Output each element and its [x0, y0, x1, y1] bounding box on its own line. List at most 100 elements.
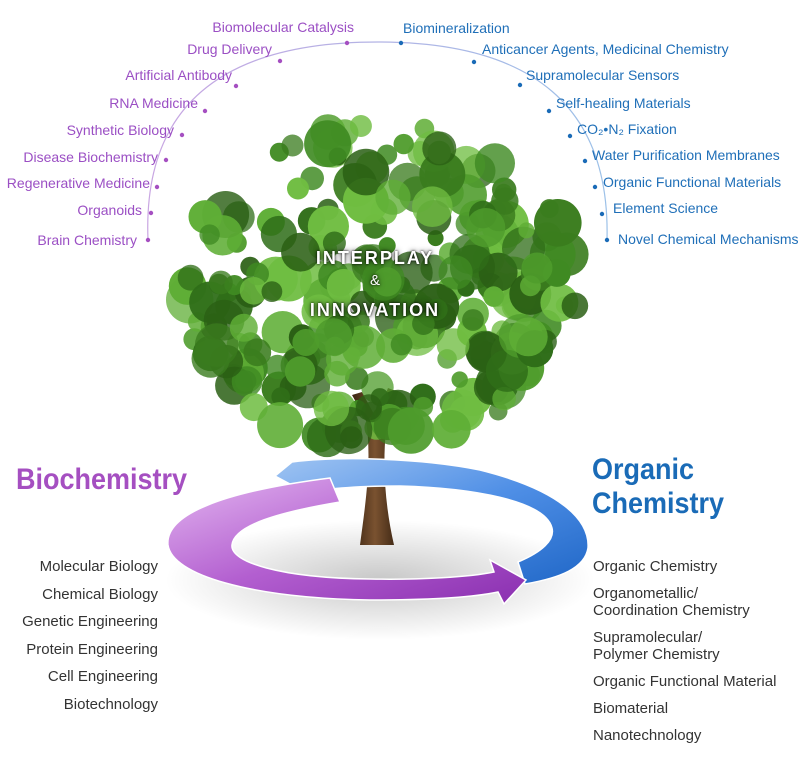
- leaf-cluster: [313, 390, 350, 427]
- leaf-cluster: [561, 292, 589, 320]
- arc-dot: [344, 40, 350, 46]
- leaf-cluster: [281, 134, 304, 157]
- leaf-cluster: [390, 333, 413, 356]
- leaf-cluster: [209, 270, 233, 295]
- leaf-cluster: [349, 115, 372, 137]
- leaf-cluster: [350, 290, 375, 315]
- leaf-cluster: [231, 366, 263, 397]
- leaf-cluster: [188, 200, 222, 234]
- leaf-cluster: [518, 222, 535, 239]
- leaf-cluster: [261, 281, 283, 302]
- arc-dot: [233, 83, 239, 89]
- arc-dot: [398, 40, 404, 46]
- leaf-cluster: [412, 186, 453, 227]
- arc-dot: [604, 237, 610, 243]
- leaf-cluster: [432, 410, 471, 449]
- organic-heading-line2: Chemistry: [592, 487, 725, 520]
- biochemistry-list: Molecular Biology Chemical Biology Genet…: [22, 558, 158, 723]
- arc-dot: [592, 184, 598, 190]
- arc-label-self-healing-materials: Self-healing Materials: [556, 95, 691, 111]
- arc-label-biomolecular-catalysis: Biomolecular Catalysis: [212, 19, 354, 35]
- leaf-cluster: [281, 232, 320, 272]
- center-text-interplay: INTERPLAY: [315, 248, 435, 268]
- leaf-cluster: [412, 312, 435, 336]
- arc-dot: [277, 58, 283, 64]
- arc-dot: [202, 108, 208, 114]
- list-item: Biotechnology: [63, 695, 158, 713]
- leaf-cluster: [422, 131, 457, 166]
- leaf-cluster: [462, 309, 484, 331]
- arc-label-drug-delivery: Drug Delivery: [187, 41, 272, 57]
- leaf-cluster: [177, 264, 204, 291]
- arc-label-element-science: Element Science: [613, 200, 719, 216]
- arc-dot: [599, 211, 605, 217]
- arc-dot: [546, 108, 552, 114]
- leaf-cluster: [342, 148, 390, 196]
- leaf-cluster: [292, 329, 320, 356]
- arc-label-water-purification: Water Purification Membranes: [592, 147, 780, 163]
- tree-foliage: [166, 114, 589, 458]
- arc-line: [147, 41, 608, 241]
- leaf-cluster: [485, 349, 528, 392]
- leaf-cluster: [393, 133, 414, 155]
- leaf-cluster: [378, 237, 396, 255]
- leaf-cluster: [521, 252, 553, 284]
- leaf-cluster: [287, 177, 309, 200]
- list-item: Biomaterial: [593, 700, 669, 717]
- organic-heading-line1: Organic: [592, 453, 695, 486]
- list-item: Nanotechnology: [593, 727, 702, 744]
- leaf-cluster: [199, 224, 220, 245]
- leaf-cluster: [425, 298, 448, 321]
- arc-label-brain-chemistry: Brain Chemistry: [37, 232, 137, 248]
- arc-dot: [148, 210, 154, 216]
- arc-label-novel-chemical-mechanisms: Novel Chemical Mechanisms: [618, 231, 799, 247]
- leaf-cluster: [387, 407, 435, 454]
- organic-chemistry-heading: Organic Chemistry: [592, 453, 724, 521]
- leaf-cluster: [492, 386, 516, 411]
- arc-label-supramolecular-sensors: Supramolecular Sensors: [526, 67, 680, 83]
- arc-dot: [517, 82, 523, 88]
- arc-label-co2-n2-fixation: CO₂•N₂ Fixation: [577, 121, 677, 137]
- arc-label-regenerative-medicine: Regenerative Medicine: [6, 175, 150, 191]
- leaf-cluster: [322, 231, 346, 255]
- center-text-amp: &: [369, 272, 380, 289]
- leaf-cluster: [372, 267, 402, 297]
- organic-chemistry-list: Organic Chemistry Organometallic/ Coordi…: [593, 558, 776, 754]
- organic-cycle-arrow: [273, 457, 589, 585]
- leaf-cluster: [340, 426, 363, 449]
- list-item: Cell Engineering: [47, 668, 158, 685]
- leaf-cluster: [466, 208, 506, 248]
- leaf-cluster: [314, 318, 353, 356]
- center-text-innovation: INNOVATION: [309, 300, 441, 320]
- arc-label-artificial-antibody: Artificial Antibody: [125, 67, 232, 83]
- leaf-cluster: [474, 143, 515, 184]
- leaf-cluster: [534, 199, 582, 247]
- biochemistry-cycle-arrow: [167, 477, 528, 606]
- arc-label-biomineralization: Biomineralization: [403, 20, 510, 36]
- leaf-cluster: [257, 402, 304, 449]
- leaf-cluster: [326, 268, 361, 303]
- arc-dot: [582, 158, 588, 164]
- leaf-cluster: [451, 371, 468, 388]
- arc-label-organoids: Organoids: [77, 202, 142, 218]
- leaf-cluster: [229, 313, 258, 342]
- arc-label-organic-functional-materials: Organic Functional Materials: [603, 174, 782, 190]
- list-item: Organic Chemistry: [593, 558, 718, 575]
- leaf-cluster: [191, 339, 230, 378]
- list-item: Protein Engineering: [26, 640, 158, 658]
- leaf-cluster: [304, 120, 352, 168]
- arc-label-synthetic-biology: Synthetic Biology: [66, 122, 174, 138]
- leaf-cluster: [239, 277, 268, 305]
- leaf-cluster: [355, 394, 383, 421]
- list-item: Supramolecular/ Polymer Chemistry: [593, 629, 720, 663]
- arc-dot: [154, 184, 160, 190]
- leaf-cluster: [324, 360, 350, 387]
- biochemistry-heading: Biochemistry: [16, 463, 188, 496]
- list-item: Genetic Engineering: [22, 613, 158, 630]
- leaf-cluster: [492, 177, 517, 202]
- list-item: Molecular Biology: [39, 558, 158, 575]
- leaf-cluster: [483, 286, 505, 307]
